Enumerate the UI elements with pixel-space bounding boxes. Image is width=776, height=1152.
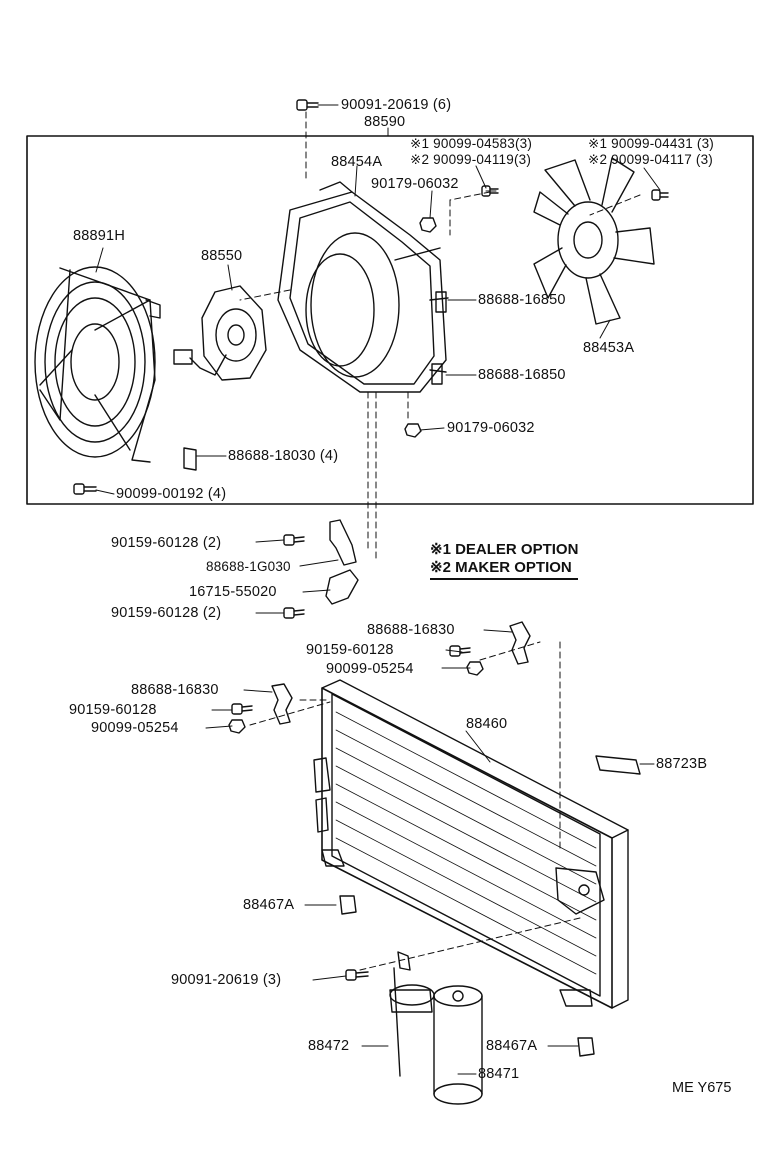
option-legend: ※1 DEALER OPTION ※2 MAKER OPTION [430, 541, 579, 580]
fan-motor-88550 [173, 285, 267, 381]
label-90099-04431: ※1 90099-04431 (3) [588, 136, 714, 151]
clip-88688-16850-b [431, 363, 443, 385]
nut-90099-05254-right [466, 661, 484, 676]
bracket-88688-1G030 [329, 519, 357, 566]
label-90099-00192: 90099-00192 (4) [116, 486, 227, 502]
nut-90179-06032-bottom [404, 423, 422, 438]
bolt-90159-60128-right [449, 645, 471, 657]
alignment-dashes [239, 111, 641, 971]
label-90099-04117: ※2 90099-04117 (3) [588, 152, 713, 167]
label-88688-16830-right: 88688-16830 [367, 622, 455, 638]
label-88550: 88550 [201, 248, 243, 264]
condenser-88460 [313, 679, 629, 1009]
diagram-code: ME Y675 [672, 1080, 732, 1096]
bolt-90159-60128-a [283, 534, 305, 546]
bolt-90091-20619-3 [345, 969, 369, 981]
fan-shroud-88891H [34, 266, 161, 463]
clip-88688-16830-right [509, 621, 531, 665]
fan-shroud-88454A [277, 181, 449, 393]
label-90099-04583: ※1 90099-04583(3) [410, 136, 533, 151]
clip-88688-16850-a [435, 291, 447, 313]
label-88688-18030: 88688-18030 (4) [228, 448, 339, 464]
label-88688-16850-b: 88688-16850 [478, 367, 566, 383]
label-88688-16850-a: 88688-16850 [478, 292, 566, 308]
label-90091-20619-6: 90091-20619 (6) [341, 97, 452, 113]
clip-88688-18030 [183, 447, 197, 471]
bolt-90099-04431 [651, 189, 669, 201]
bolt-90159-60128-left [231, 703, 253, 715]
label-88688-16830-left: 88688-16830 [131, 682, 219, 698]
label-88460: 88460 [466, 716, 508, 732]
label-88590: 88590 [364, 114, 406, 130]
bracket-88472 [389, 951, 435, 1077]
label-88688-1G030: 88688-1G030 [206, 559, 291, 574]
bolt-90091-20619-top [296, 99, 319, 111]
leader-lines [95, 104, 661, 1075]
label-90159-60128-2b: 90159-60128 (2) [111, 605, 222, 621]
label-90099-04119: ※2 90099-04119(3) [410, 152, 532, 167]
fan-blade-88453A [533, 157, 655, 325]
label-88467A-left: 88467A [243, 897, 295, 913]
label-88723B: 88723B [656, 756, 708, 772]
legend-dealer-option: ※1 DEALER OPTION [430, 541, 579, 558]
receiver-88471 [433, 985, 483, 1105]
clip-88688-16830-left [271, 683, 293, 725]
bracket-16715-55020 [325, 569, 359, 605]
cushion-88467A-right [577, 1037, 595, 1057]
fan-assembly-frame [26, 135, 754, 505]
label-90179-06032-bottom: 90179-06032 [447, 420, 535, 436]
label-16715-55020: 16715-55020 [189, 584, 277, 600]
bolt-90099-04583 [481, 185, 499, 197]
label-88453A: 88453A [583, 340, 635, 356]
label-90099-05254-left: 90099-05254 [91, 720, 179, 736]
bolt-90179-06032-top [419, 217, 437, 233]
label-90159-60128-left: 90159-60128 [69, 702, 157, 718]
label-90099-05254-right: 90099-05254 [326, 661, 414, 677]
cushion-88467A-left [339, 895, 357, 915]
nut-90099-05254-left [228, 719, 246, 734]
label-88467A-right: 88467A [486, 1038, 538, 1054]
label-88472: 88472 [308, 1038, 350, 1054]
label-90159-60128-2a: 90159-60128 (2) [111, 535, 222, 551]
label-88891H: 88891H [73, 228, 125, 244]
label-88471: 88471 [478, 1066, 520, 1082]
label-plate-88723B [595, 755, 641, 775]
label-90091-20619-3: 90091-20619 (3) [171, 972, 282, 988]
bolt-90099-00192 [73, 483, 97, 495]
label-88454A: 88454A [331, 154, 383, 170]
legend-maker-option: ※2 MAKER OPTION [430, 559, 579, 580]
label-90179-06032-top: 90179-06032 [371, 176, 459, 192]
bolt-90159-60128-b [283, 607, 305, 619]
label-90159-60128-right: 90159-60128 [306, 642, 394, 658]
